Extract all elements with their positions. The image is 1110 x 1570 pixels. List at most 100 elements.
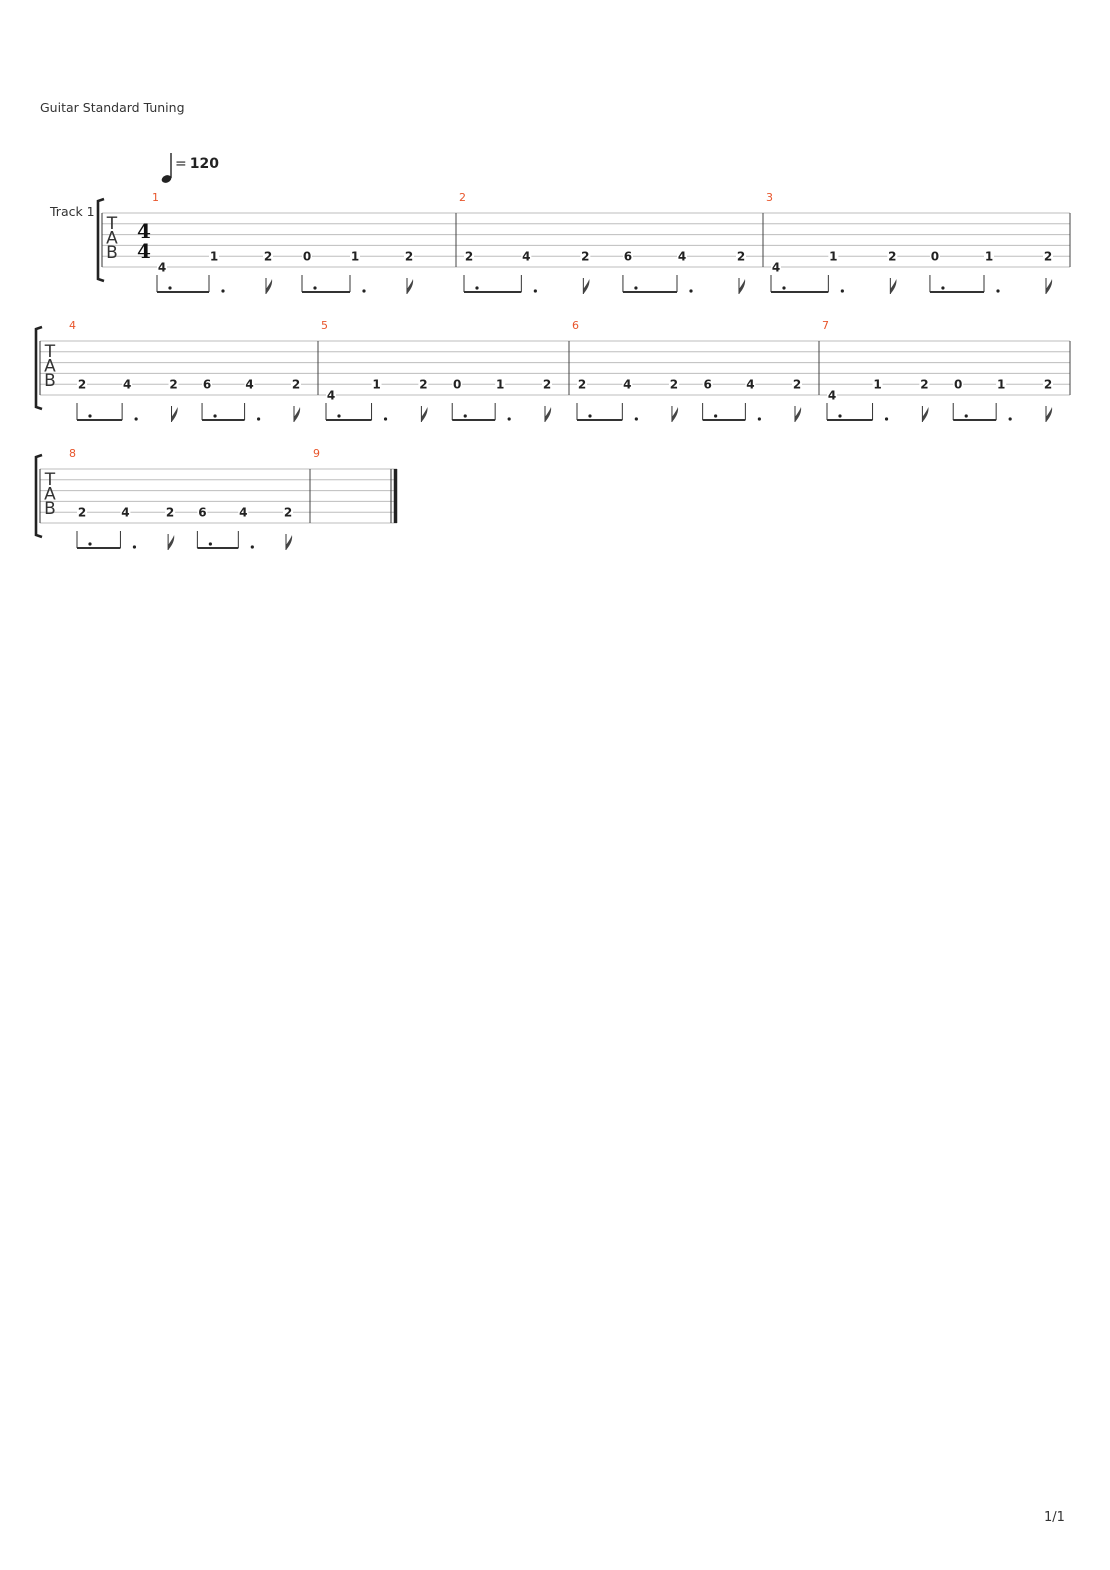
fret-bg: [120, 505, 131, 518]
fret-number: 1: [829, 250, 837, 264]
fret-number: 4: [772, 261, 780, 275]
rhythm-dot: [213, 414, 217, 418]
rhythm-dot: [463, 414, 467, 418]
rhythm-dot: [689, 289, 693, 293]
rhythm-dot: [362, 289, 366, 293]
rhythm-dot: [221, 289, 225, 293]
rhythm-dot: [1008, 417, 1012, 421]
fret-number: 2: [581, 250, 589, 264]
eighth-flag: [1046, 279, 1053, 294]
fret-bg: [984, 249, 995, 262]
measure-number: 8: [69, 447, 76, 460]
fret-bg: [580, 249, 591, 262]
measure-number: 1: [152, 191, 159, 204]
fret-bg: [452, 377, 463, 390]
rhythm-dot: [88, 414, 92, 418]
eighth-flag: [739, 279, 746, 294]
measure-number: 3: [766, 191, 773, 204]
time-signature-top: 4: [137, 219, 151, 243]
fret-number: 0: [453, 378, 461, 392]
fret-number: 2: [78, 506, 86, 520]
fret-bg: [165, 505, 176, 518]
tab-clef-letter: A: [44, 357, 56, 377]
fret-bg: [77, 377, 87, 390]
rhythm-dot: [256, 417, 261, 421]
measure-number: 2: [459, 191, 466, 204]
fret-bg: [736, 249, 746, 262]
fret-bg: [827, 388, 837, 400]
eighth-flag: [1046, 407, 1053, 422]
eighth-flag: [583, 279, 590, 294]
rhythm-dot: [782, 286, 786, 290]
fret-number: 4: [623, 378, 631, 392]
tab-clef-letter: A: [44, 485, 56, 505]
eighth-flag: [294, 407, 301, 422]
fret-bg: [350, 249, 360, 262]
rhythm-dot: [168, 286, 172, 290]
tuning-label: Guitar Standard Tuning: [40, 100, 185, 115]
fret-number: 4: [327, 389, 335, 403]
fret-bg: [1043, 249, 1053, 262]
measure-number: 6: [572, 319, 579, 332]
fret-number: 2: [284, 506, 292, 520]
fret-bg: [828, 249, 839, 262]
fret-bg: [919, 377, 930, 390]
tab-clef-letter: B: [44, 371, 56, 391]
fret-bg: [771, 260, 781, 272]
fret-number: 2: [78, 378, 86, 392]
fret-bg: [542, 377, 552, 390]
fret-number: 4: [828, 389, 836, 403]
fret-bg: [996, 377, 1007, 390]
fret-bg: [283, 505, 293, 518]
rhythm-dot: [840, 289, 844, 293]
eighth-flag: [421, 407, 428, 422]
eighth-flag: [671, 407, 679, 422]
fret-bg: [244, 377, 255, 390]
fret-number: 2: [737, 250, 745, 264]
tab-clef-letter: A: [106, 229, 118, 249]
eighth-flag: [286, 535, 293, 550]
fret-bg: [157, 260, 167, 272]
fret-number: 4: [245, 378, 253, 392]
fret-number: 0: [954, 378, 962, 392]
rhythm-dot: [588, 414, 592, 418]
rhythm-dot: [996, 289, 1000, 293]
fret-bg: [702, 377, 713, 390]
rhythm-dot: [757, 417, 761, 421]
time-signature-bottom: 4: [137, 239, 151, 263]
fret-number: 4: [123, 378, 131, 392]
eighth-flag: [171, 407, 178, 422]
fret-number: 2: [793, 378, 801, 392]
rhythm-dot: [533, 289, 537, 293]
system-bracket: [34, 453, 43, 539]
fret-bg: [953, 377, 964, 390]
fret-number: 4: [158, 261, 166, 275]
rhythm-dot: [475, 286, 479, 290]
fret-number: 2: [292, 378, 300, 392]
fret-bg: [418, 377, 429, 390]
tempo-marking: =120: [158, 150, 238, 190]
fret-number: 6: [624, 250, 632, 264]
fret-bg: [202, 377, 213, 390]
rhythm-dot: [634, 417, 638, 421]
fret-number: 4: [522, 250, 530, 264]
fret-number: 4: [121, 506, 129, 520]
fret-bg: [77, 505, 87, 518]
rhythm-dot: [941, 286, 945, 290]
fret-number: 2: [405, 250, 413, 264]
measure-number: 5: [321, 319, 328, 332]
fret-number: 2: [169, 378, 177, 392]
system-bracket: [34, 325, 43, 411]
rhythm-dot: [383, 417, 388, 421]
rhythm-dot: [964, 414, 968, 418]
fret-bg: [495, 377, 506, 390]
fret-number: 0: [931, 250, 939, 264]
fret-bg: [302, 249, 312, 262]
fret-bg: [887, 249, 898, 262]
fret-number: 2: [578, 378, 586, 392]
fret-number: 2: [670, 378, 678, 392]
